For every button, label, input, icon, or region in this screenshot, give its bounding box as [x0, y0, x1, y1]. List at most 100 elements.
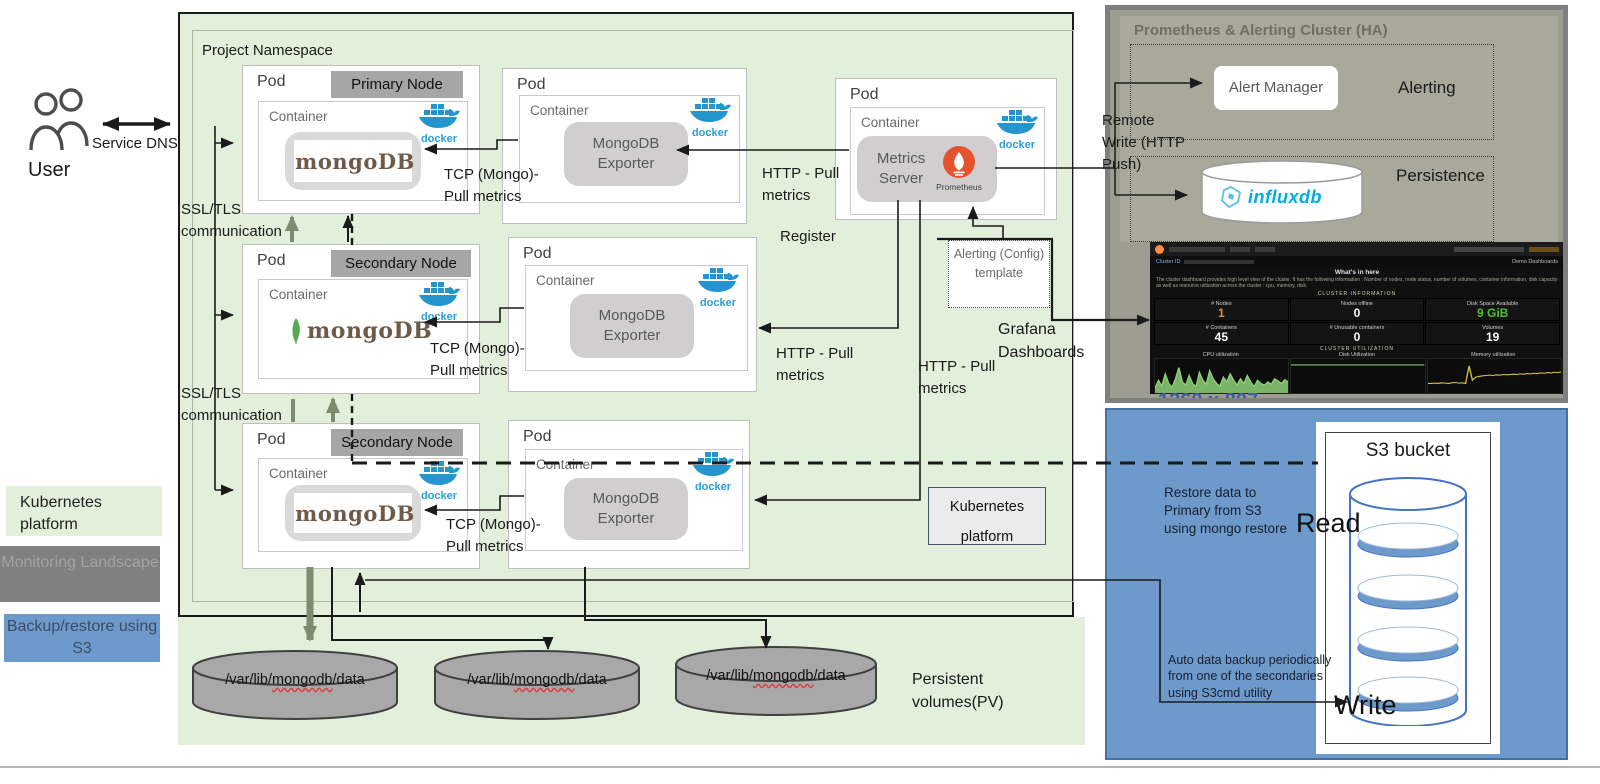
http-pull-label-1: HTTP - Pull metrics: [762, 165, 840, 204]
mongodb-exporter-chip: MongoDB Exporter: [564, 122, 688, 186]
docker-wordmark: docker: [998, 139, 1036, 151]
monitoring-landscape-frame: Prometheus & Alerting Cluster (HA) Alert…: [1105, 5, 1568, 403]
grafana-section-utilization: CLUSTER UTILIZATION: [1320, 346, 1394, 353]
legend-kubernetes: Kubernetes platform: [6, 486, 162, 536]
prometheus-label: Prometheus: [936, 181, 982, 192]
container-label: Container: [530, 103, 589, 118]
persistence-label: Persistence: [1396, 166, 1485, 185]
container-box: Container docker MongoDB Exporter: [525, 265, 748, 371]
docker-whale-icon: docker: [685, 98, 735, 139]
grafana-description: The cluster dashboard provides high leve…: [1156, 277, 1558, 289]
pv-path-2: /var/lib/mongodb/data: [467, 672, 607, 688]
influxdb-logo: influxdb: [1220, 186, 1322, 208]
legend-monitoring: Monitoring Landscape: [0, 546, 160, 602]
pod-label: Pod: [523, 428, 552, 445]
mongodb-wordmark: mongoDB: [307, 318, 433, 344]
pod-label: Pod: [523, 245, 552, 262]
container-label: Container: [269, 287, 328, 302]
pod-exporter-3: Pod Container docker MongoDB Exporter: [508, 420, 750, 569]
docker-whale-icon: docker: [688, 452, 738, 493]
pv-label: Persistent volumes(PV): [912, 671, 1004, 712]
container-box: Container docker mongoDB: [258, 458, 468, 552]
metrics-server-label: Metrics Server: [876, 149, 926, 187]
grafana-chart-memory: Memory utilization: [1426, 352, 1562, 394]
legend-backup: Backup/restore using S3: [4, 614, 160, 662]
tcp-pull-label-3: TCP (Mongo)- Pull metrics: [446, 516, 541, 555]
pod-label: Pod: [257, 252, 286, 269]
grafana-demo-dashboards: Demo Dashboards: [1512, 259, 1558, 265]
docker-wordmark: docker: [699, 297, 737, 309]
grafana-window-caption: 1260 x 807: [1158, 390, 1259, 403]
influxdb-cube-icon: [1221, 186, 1242, 208]
metrics-server-chip: Metrics Server Prometheus: [857, 136, 997, 202]
pod-exporter-1: Pod Container docker MongoDB Exporter: [502, 68, 747, 224]
container-label: Container: [536, 273, 595, 288]
grafana-logo-icon: [1155, 244, 1164, 254]
grafana-chart-cpu: CPU utilization: [1154, 352, 1290, 394]
pod-label: Pod: [850, 86, 879, 103]
mongodb-exporter-chip: MongoDB Exporter: [570, 294, 694, 358]
container-label: Container: [536, 457, 595, 472]
s3-write-label: Write: [1334, 690, 1397, 720]
pod-label: Pod: [257, 431, 286, 448]
service-dns-label: Service DNS: [92, 135, 178, 152]
pod-secondary-2: Pod Secondary Node Container docker: [242, 423, 480, 569]
alerting-label: Alerting: [1398, 78, 1456, 97]
alerting-config-template-box: Alerting (Config) template: [948, 240, 1050, 308]
grafana-chart-disk: Disk Utilization: [1290, 352, 1426, 394]
mongodb-wordmark: mongoDB: [295, 148, 415, 174]
remote-write-label: Remote Write (HTTP Push): [1102, 112, 1185, 173]
mongodb-chip: mongoDB: [285, 132, 421, 190]
grafana-section-information: CLUSTER INFORMATION: [1317, 291, 1397, 297]
prometheus-flame-icon: [943, 145, 975, 178]
influxdb-cylinder: [1201, 160, 1363, 224]
container-label: Container: [861, 115, 920, 130]
container-box: Container docker Metrics Server: [850, 107, 1045, 215]
http-pull-label-2: HTTP - Pull metrics: [776, 345, 854, 384]
restore-note: Restore data to Primary from S3 using mo…: [1164, 485, 1288, 537]
persistence-zone: [1130, 156, 1494, 242]
mongodb-exporter-chip: MongoDB Exporter: [564, 478, 688, 540]
pv-path-1: /var/lib/mongodb/data: [225, 672, 365, 688]
user-people-icon: [29, 88, 89, 151]
grafana-dashboards-label: Grafana Dashboards: [998, 321, 1085, 362]
grafana-title: What's in here: [1334, 269, 1380, 276]
s3-bucket-title: S3 bucket: [1365, 440, 1451, 461]
project-namespace-title: Project Namespace: [202, 42, 333, 59]
secondary-node-header: Secondary Node: [331, 250, 471, 277]
docker-wordmark: docker: [420, 490, 458, 502]
tcp-pull-label-2: TCP (Mongo)- Pull metrics: [430, 340, 525, 379]
mongodb-wordmark: mongoDB: [295, 500, 415, 526]
mongodb-leaf-icon: [292, 317, 300, 345]
pv-path-3: /var/lib/mongodb/data: [706, 668, 846, 684]
container-box: Container docker MongoDB Exporter: [525, 449, 743, 551]
docker-wordmark: docker: [420, 133, 458, 145]
container-label: Container: [269, 109, 328, 124]
primary-node-header: Primary Node: [331, 71, 463, 98]
pod-exporter-2: Pod Container docker MongoDB Exporter: [508, 237, 757, 392]
s3-read-label: Read: [1296, 508, 1361, 538]
kubernetes-platform-callout: Kubernetes platform: [928, 487, 1046, 545]
pod-label: Pod: [517, 76, 546, 93]
container-label: Container: [269, 466, 328, 481]
alert-manager-box: Alert Manager: [1214, 66, 1338, 110]
http-pull-label-3: HTTP - Pull metrics: [918, 358, 996, 397]
register-label: Register: [780, 228, 836, 245]
bottom-divider: [0, 766, 1600, 768]
container-box: Container docker mongoDB: [258, 279, 468, 379]
grafana-cluster-id-chip: Cluster ID: [1156, 259, 1181, 265]
mongodb-logo: mongoDB: [289, 316, 439, 346]
docker-whale-icon: docker: [414, 104, 464, 145]
ssl-tls-label-2: SSL/TLS communication: [181, 385, 282, 424]
pod-label: Pod: [257, 73, 286, 90]
influxdb-wordmark: influxdb: [1248, 186, 1322, 207]
grafana-dashboard-image: Cluster ID Demo Dashboards What's in her…: [1150, 242, 1563, 394]
prometheus-cluster-title: Prometheus & Alerting Cluster (HA): [1134, 22, 1388, 39]
secondary-node-header: Secondary Node: [331, 429, 463, 456]
container-box: Container docker MongoDB Exporter: [519, 95, 740, 203]
